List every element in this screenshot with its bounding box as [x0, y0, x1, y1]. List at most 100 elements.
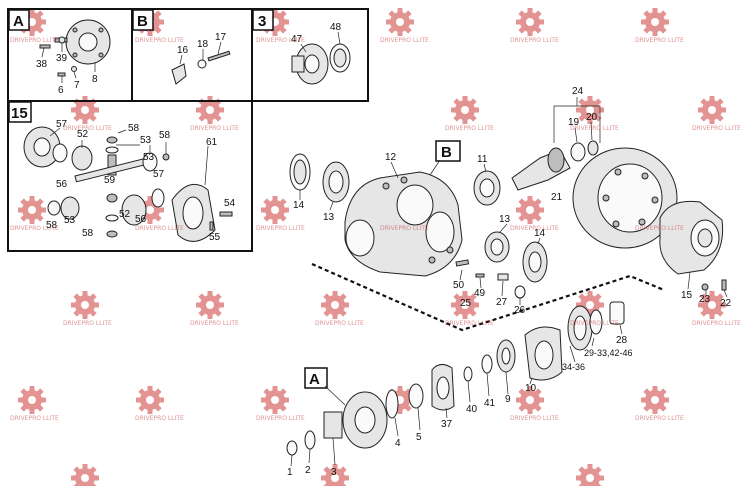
- label-1: 1: [287, 467, 293, 478]
- box-A-letter: A: [13, 13, 24, 30]
- label-18: 18: [197, 39, 209, 50]
- label-5: 5: [416, 432, 422, 443]
- svg-text:DRIVEPRO LLITE: DRIVEPRO LLITE: [190, 125, 239, 132]
- svg-text:B: B: [441, 144, 452, 161]
- assembly-dashed-outline: [311, 262, 665, 332]
- label-12: 12: [385, 152, 397, 163]
- box-15-tab: 15: [8, 101, 32, 123]
- label-15-58b: 58: [159, 130, 171, 141]
- svg-text:DRIVEPRO LLITE: DRIVEPRO LLITE: [10, 415, 59, 422]
- label-15-56a: 56: [56, 179, 68, 190]
- label-40: 40: [466, 404, 478, 415]
- svg-text:DRIVEPRO LLITE: DRIVEPRO LLITE: [380, 225, 429, 232]
- label-19: 19: [568, 117, 580, 128]
- label-13b: 13: [499, 214, 511, 225]
- label-6: 6: [58, 85, 64, 96]
- label-25: 25: [460, 298, 472, 309]
- label-11: 11: [477, 154, 488, 165]
- front-flange: [286, 391, 388, 467]
- svg-text:DRIVEPRO LLITE: DRIVEPRO LLITE: [135, 37, 184, 44]
- box-A-tab: A: [8, 9, 30, 31]
- pinion-gear: [511, 97, 601, 191]
- label-15-52a: 52: [77, 129, 89, 140]
- label-15-53c: 53: [64, 215, 76, 226]
- svg-text:DRIVEPRO LLITE: DRIVEPRO LLITE: [135, 225, 184, 232]
- svg-text:DRIVEPRO LLITE: DRIVEPRO LLITE: [445, 320, 494, 327]
- label-49: 49: [474, 288, 486, 299]
- box-15-letter: 15: [11, 105, 28, 122]
- svg-text:DRIVEPRO LLITE: DRIVEPRO LLITE: [315, 320, 364, 327]
- label-16: 16: [177, 45, 189, 56]
- label-41: 41: [484, 398, 496, 409]
- label-15-53b: 53: [143, 152, 155, 163]
- label-15-56b: 56: [135, 214, 147, 225]
- label-15-58c: 58: [82, 228, 94, 239]
- svg-text:DRIVEPRO LLITE: DRIVEPRO LLITE: [63, 320, 112, 327]
- label-50: 50: [453, 280, 465, 291]
- label-21: 21: [551, 192, 563, 203]
- svg-text:DRIVEPRO LLITE: DRIVEPRO LLITE: [256, 225, 305, 232]
- label-47: 47: [291, 34, 303, 45]
- label-27: 27: [496, 297, 508, 308]
- label-20: 20: [586, 112, 598, 123]
- svg-text:DRIVEPRO LLITE: DRIVEPRO LLITE: [510, 415, 559, 422]
- bearing-13-14-right: [484, 223, 548, 283]
- label-4: 4: [395, 438, 401, 449]
- box-3-parts: 47 48: [291, 22, 351, 85]
- label-22: 22: [720, 298, 732, 309]
- box-15-parts: 57 52 58 53 58 61 56 59 57 53 53 52 56 5…: [23, 119, 236, 243]
- svg-text:DRIVEPRO LLITE: DRIVEPRO LLITE: [635, 37, 684, 44]
- label-8: 8: [92, 74, 98, 85]
- label-15-58d: 58: [46, 220, 58, 231]
- svg-text:DRIVEPRO LLITE: DRIVEPRO LLITE: [380, 37, 429, 44]
- svg-text:DRIVEPRO LLITE: DRIVEPRO LLITE: [635, 415, 684, 422]
- watermark-text-layer: DRIVEPRO LLITE DRIVEPRO LLITE DRIVEPRO L…: [10, 37, 741, 422]
- svg-text:DRIVEPRO LLITE: DRIVEPRO LLITE: [570, 320, 619, 327]
- svg-text:DRIVEPRO LLITE: DRIVEPRO LLITE: [510, 225, 559, 232]
- label-9: 9: [505, 394, 511, 405]
- label-48: 48: [330, 22, 342, 33]
- label-29-33-42-46: 29-33,42-46: [584, 348, 633, 358]
- svg-text:DRIVEPRO LLITE: DRIVEPRO LLITE: [63, 125, 112, 132]
- label-3: 3: [331, 467, 337, 478]
- label-17: 17: [215, 32, 227, 43]
- svg-text:DRIVEPRO LLITE: DRIVEPRO LLITE: [510, 37, 559, 44]
- differential-case: [659, 200, 728, 298]
- label-15-59: 59: [104, 175, 116, 186]
- main-labels: 24 19 20 12 11 14 13 21 13 14 15 23 22 5…: [287, 86, 732, 478]
- box-3-tab: 3: [252, 9, 274, 31]
- svg-text:DRIVEPRO LLITE: DRIVEPRO LLITE: [570, 125, 619, 132]
- label-13a: 13: [323, 212, 335, 223]
- label-10: 10: [525, 383, 537, 394]
- label-15-57b: 57: [153, 169, 165, 180]
- svg-text:DRIVEPRO LLITE: DRIVEPRO LLITE: [135, 415, 184, 422]
- ring-gear: [572, 147, 678, 249]
- label-23: 23: [699, 294, 711, 305]
- label-28: 28: [616, 335, 628, 346]
- svg-text:DRIVEPRO LLITE: DRIVEPRO LLITE: [256, 415, 305, 422]
- label-24: 24: [572, 86, 584, 97]
- label-15-55: 55: [209, 232, 221, 243]
- svg-text:DRIVEPRO LLITE: DRIVEPRO LLITE: [10, 37, 59, 44]
- svg-text:DRIVEPRO LLITE: DRIVEPRO LLITE: [190, 320, 239, 327]
- label-15-61: 61: [206, 137, 218, 148]
- box-3-letter: 3: [258, 13, 266, 30]
- label-34-36: 34-36: [562, 362, 585, 372]
- svg-text:DRIVEPRO LLITE: DRIVEPRO LLITE: [635, 225, 684, 232]
- svg-text:A: A: [309, 371, 320, 388]
- bearing-14-13-left: [289, 153, 399, 211]
- label-15-54: 54: [224, 198, 236, 209]
- small-parts-49-50-27-26: [455, 259, 526, 305]
- label-38: 38: [36, 59, 48, 70]
- label-7: 7: [74, 80, 80, 91]
- svg-text:DRIVEPRO LLITE: DRIVEPRO LLITE: [256, 37, 305, 44]
- label-15-52b: 52: [119, 209, 131, 220]
- svg-text:DRIVEPRO LLITE: DRIVEPRO LLITE: [692, 320, 741, 327]
- label-37: 37: [441, 419, 453, 430]
- label-14b: 14: [534, 228, 546, 239]
- svg-text:DRIVEPRO LLITE: DRIVEPRO LLITE: [445, 125, 494, 132]
- svg-text:DRIVEPRO LLITE: DRIVEPRO LLITE: [692, 125, 741, 132]
- inset-frames: [7, 8, 369, 252]
- label-14a: 14: [293, 200, 305, 211]
